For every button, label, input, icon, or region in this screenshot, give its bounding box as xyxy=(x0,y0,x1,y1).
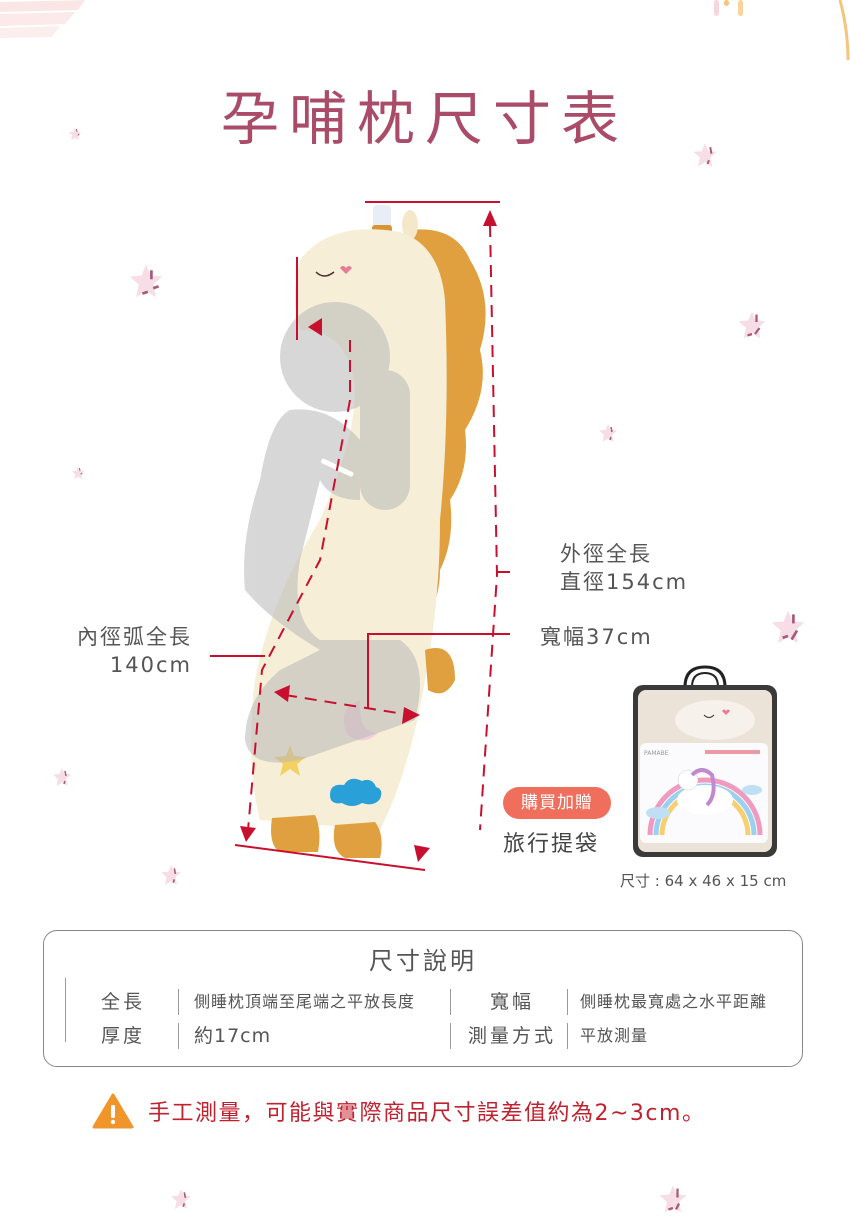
outer-length-title: 外徑全長 xyxy=(560,542,652,566)
spec-key: 測量方式 xyxy=(467,1025,556,1047)
spec-row: 厚度 約17cm 測量方式 平放測量 xyxy=(44,1021,802,1051)
star-icon xyxy=(171,1189,191,1209)
page-title: 孕哺枕尺寸表 xyxy=(220,85,629,153)
warning-triangle-icon xyxy=(92,1093,134,1129)
spec-key: 厚度 xyxy=(100,1025,145,1047)
pillow-size-diagram xyxy=(210,201,510,871)
outer-length-value: 直徑154cm xyxy=(560,570,689,594)
person-silhouette xyxy=(244,302,420,763)
star-icon xyxy=(71,466,85,480)
outer-length-label: 外徑全長 直徑154cm xyxy=(560,540,688,596)
star-icon xyxy=(659,1185,687,1213)
measurement-warning: 手工測量，可能與實際商品尺寸誤差值約為2~3cm。 xyxy=(92,1093,705,1129)
travel-bag-image: PAMABE xyxy=(633,665,777,857)
bag-size-label: 尺寸 : 64 x 46 x 15 cm xyxy=(620,872,787,890)
star-icon xyxy=(771,610,805,644)
width-label: 寬幅37cm xyxy=(540,625,653,649)
star-icon xyxy=(599,424,617,442)
spec-value: 平放測量 xyxy=(580,1026,649,1045)
star-icon xyxy=(129,264,163,298)
warning-text: 手工測量，可能與實際商品尺寸誤差值約為2~3cm。 xyxy=(148,1101,706,1126)
star-icon xyxy=(53,768,71,786)
star-icon xyxy=(693,143,717,167)
spec-value: 側睡枕頂端至尾端之平放長度 xyxy=(194,992,416,1011)
inner-arc-label: 內徑弧全長 140cm xyxy=(62,623,192,679)
cloud-decoration xyxy=(0,0,85,38)
size-spec-box: 尺寸說明 全長 側睡枕頂端至尾端之平放長度 寬幅 側睡枕最寬處之水平距離 厚度 … xyxy=(43,930,803,1067)
cloud-patch-icon xyxy=(330,778,382,806)
star-icon xyxy=(161,865,181,885)
arc-decoration xyxy=(838,0,850,60)
spec-row: 全長 側睡枕頂端至尾端之平放長度 寬幅 側睡枕最寬處之水平距離 xyxy=(44,987,802,1017)
star-icon xyxy=(738,311,766,339)
spec-value: 約17cm xyxy=(194,1025,272,1047)
gift-item-label: 旅行提袋 xyxy=(503,832,600,857)
inner-arc-value: 140cm xyxy=(109,653,192,677)
bag-brand: PAMABE xyxy=(644,750,669,757)
spec-key: 全長 xyxy=(100,991,145,1013)
spec-key: 寬幅 xyxy=(489,991,534,1013)
spec-title: 尺寸說明 xyxy=(369,947,477,975)
drip-decoration xyxy=(714,0,743,16)
spec-value: 側睡枕最寬處之水平距離 xyxy=(580,992,768,1011)
gift-badge: 購買加贈 xyxy=(503,787,611,819)
inner-arc-title: 內徑弧全長 xyxy=(77,625,192,649)
star-icon xyxy=(68,127,82,141)
